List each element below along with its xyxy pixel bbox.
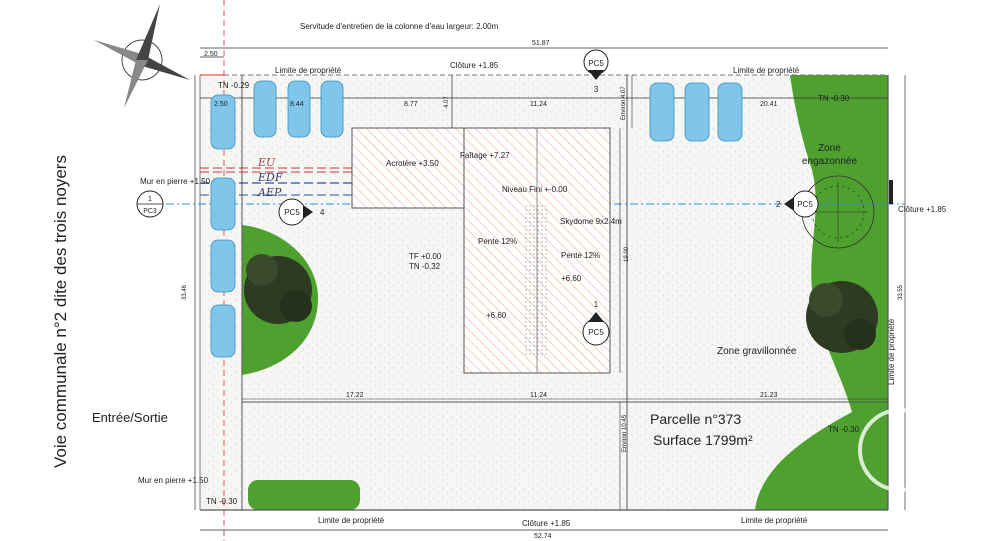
- entree-label: Entrée/Sortie: [92, 410, 168, 425]
- svg-text:PC3: PC3: [143, 208, 157, 215]
- limit-bottom-right: Limite de propriété: [741, 516, 808, 525]
- car-icon: [287, 80, 311, 138]
- tn-bottom-left: TN -0.30: [206, 497, 238, 506]
- dim-gap-1: 8.77: [404, 101, 418, 108]
- house-flat-roof: [351, 127, 465, 209]
- cloture-top: Clôture +1.85: [450, 61, 499, 70]
- servitude-label: Servitude d'entretien de la colonne d'ea…: [300, 22, 499, 31]
- tf-label: TF +0.00: [409, 252, 442, 261]
- svg-text:2: 2: [776, 200, 781, 209]
- mur-bottom: Mur en pierre +1.50: [138, 476, 209, 485]
- svg-text:PC5: PC5: [588, 59, 604, 68]
- dim-bottom-mid: 11.24: [530, 392, 547, 399]
- cloture-right: Clôture +1.85: [898, 205, 947, 214]
- car-icon: [684, 82, 710, 142]
- pente-left-label: Pente 12%: [478, 237, 517, 246]
- skydome: [525, 205, 549, 355]
- svg-text:1: 1: [148, 196, 152, 203]
- pc3-marker: 1 PC3: [136, 190, 164, 218]
- tn-top-left: TN -0.29: [218, 81, 250, 90]
- pc5-marker-top: PC5 3: [583, 49, 609, 94]
- network-eu: EU: [257, 156, 276, 169]
- zone-engazonnee-2: engazonnée: [802, 156, 857, 167]
- dim-mid-vertical: 19.00: [624, 246, 630, 262]
- svg-text:PC5: PC5: [284, 208, 300, 217]
- north-arrow-icon: [94, 4, 190, 108]
- zone-engazonnee-1: Zone: [818, 143, 841, 154]
- network-aep: AEP: [257, 186, 282, 199]
- dim-gap-2: 11.24: [530, 101, 547, 108]
- limit-top-right: Limite de propriété: [733, 66, 800, 75]
- dim-parking-width: 8.44: [290, 101, 304, 108]
- car-icon: [210, 177, 236, 231]
- niveau-label: Niveau Fini +-0.00: [502, 185, 568, 194]
- network-edf: EDF: [257, 171, 283, 184]
- surface-label: Surface 1799m²: [653, 432, 753, 448]
- pente-right-label: Pente 12%: [561, 251, 600, 260]
- car-icon: [210, 239, 236, 293]
- dim-bottom-right: 21.23: [760, 392, 778, 399]
- dim-total-bottom: 52.74: [534, 533, 552, 540]
- dim-left-margin: 2.50: [204, 51, 218, 58]
- svg-text:4: 4: [320, 208, 325, 217]
- cloture-bottom: Clôture +1.85: [522, 519, 571, 528]
- svg-text:1: 1: [594, 300, 599, 309]
- height-label-1: +6.60: [561, 274, 582, 283]
- faitage-label: Faîtage +7.27: [460, 151, 510, 160]
- tree-icon-right: [806, 281, 878, 353]
- limit-bottom-left: Limite de propriété: [318, 516, 385, 525]
- grass-zone-bottom: [248, 480, 360, 510]
- pc5-marker-mid: PC5 1: [582, 300, 610, 346]
- dim-gap-3: 20.41: [760, 101, 778, 108]
- height-label-2: +6.60: [486, 311, 507, 320]
- car-icon: [253, 80, 277, 138]
- dim-left-height: 33.46: [182, 284, 188, 300]
- limit-right-vertical: Limite de propriété: [887, 318, 896, 385]
- tn-bottom-right: TN -0.30: [828, 425, 860, 434]
- pc5-marker-right: PC5 2: [776, 190, 819, 218]
- car-icon: [649, 82, 675, 142]
- tn-house: TN -0.32: [409, 262, 441, 271]
- dim-right-height: 33.55: [898, 284, 904, 300]
- dim-vertical-small: 4.07: [444, 96, 450, 108]
- road-label: Voie communale n°2 dite des trois noyers: [51, 155, 70, 468]
- car-icon: [320, 80, 344, 138]
- dim-bottom-left: 17.22: [346, 392, 364, 399]
- dim-left-margin-2: 2.50: [214, 101, 228, 108]
- svg-text:PC5: PC5: [588, 328, 604, 337]
- tn-top-right: TN -0.30: [818, 94, 850, 103]
- car-icon: [210, 304, 236, 358]
- skydome-label: Skydome 9x2.4m: [560, 217, 622, 226]
- pc5-marker-left: PC5 4: [278, 198, 325, 226]
- acrotere-label: Acrotère +3.50: [386, 159, 439, 168]
- dim-environ-top: Environ 4.07: [621, 86, 627, 120]
- gate-post-icon: [889, 180, 893, 204]
- svg-text:3: 3: [594, 85, 599, 94]
- limit-top-left: Limite de propriété: [275, 66, 342, 75]
- car-icon: [210, 94, 236, 150]
- dim-total-top: 51.87: [532, 40, 550, 47]
- dim-environ-bottom: Environ 10.45: [622, 414, 628, 452]
- zone-gravillonnee: Zone gravillonnée: [717, 346, 797, 357]
- car-icon: [717, 82, 743, 142]
- mur-top: Mur en pierre +1.50: [140, 177, 211, 186]
- parcel-label: Parcelle n°373: [650, 411, 741, 427]
- tree-icon-left: [244, 254, 312, 324]
- watermark-icon: [858, 408, 942, 492]
- svg-text:PC5: PC5: [797, 200, 813, 209]
